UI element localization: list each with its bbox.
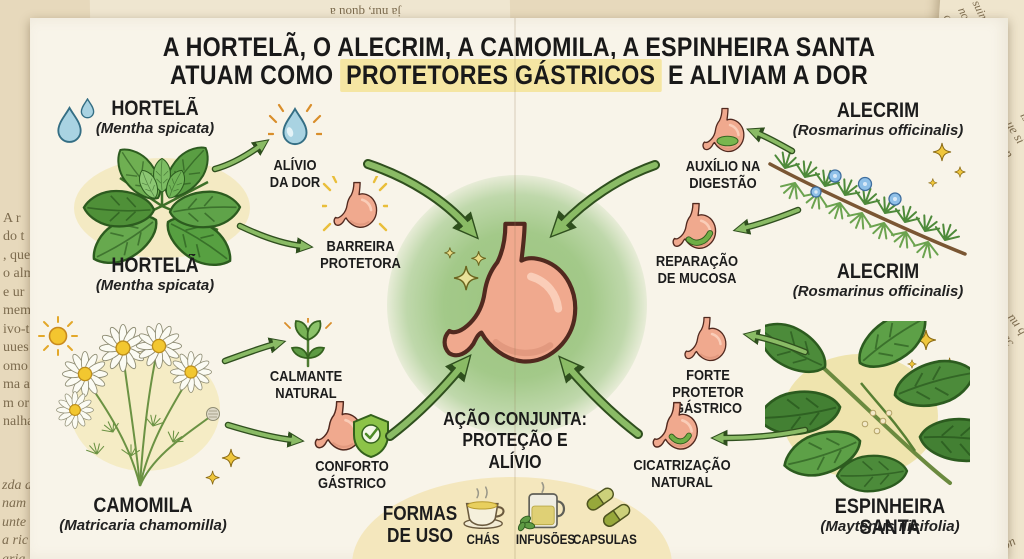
usage-item-infusions: INFUSÕES [515, 532, 576, 547]
benefit-digestion-aid: AUXÍLIO NA DIGESTÃO [685, 158, 761, 192]
infusion-glass-icon [517, 482, 566, 532]
hortela-latin-bottom: (Mentha spicata) [95, 277, 215, 294]
title-line2: ATUAM COMO PROTETORES GÁSTRICOS E ALIVIA… [169, 59, 868, 93]
paper-crease [514, 18, 516, 559]
title-line1: A HORTELÃ, O ALECRIM, A CAMOMILA, A ESPI… [162, 32, 876, 62]
benefit-mucosa-repair: REPARAÇÃO DE MUCOSA [655, 253, 739, 287]
sparkle-icon [443, 246, 487, 291]
usage-item-teas: CHÁS [466, 532, 500, 547]
rosemary-illustration [768, 142, 967, 263]
natural-calming-sprout-icon [284, 318, 332, 368]
camomila-latin: (Matricaria chamomilla) [59, 517, 227, 534]
natural-healing-stomach-icon [648, 400, 704, 454]
alecrim-title-bottom: ALECRIM [836, 260, 920, 283]
gastric-comfort-shield-stomach-icon [310, 400, 389, 459]
hortela-latin-top: (Mentha spicata) [95, 120, 215, 137]
gastric-protector-stomach-icon [680, 316, 732, 366]
pain-relief-drop-icon [268, 103, 322, 146]
infographic-card: A HORTELÃ, O ALECRIM, A CAMOMILA, A ESPI… [30, 18, 1008, 559]
benefit-natural-healing: CICATRIZAÇÃO NATURAL [633, 457, 731, 491]
benefit-strong-protector: FORTE PROTETOR GÁSTRICO [672, 367, 744, 417]
sun-icon [38, 316, 78, 356]
espinheira-title: ESPINHEIRA SANTA [834, 495, 946, 539]
hortela-title-top: HORTELÃ [111, 97, 199, 120]
camomila-title: CAMOMILA [93, 494, 193, 517]
capsules-icon [586, 487, 631, 527]
espinheira-latin: (Maytenus ilicifolia) [820, 518, 960, 535]
page-title: A HORTELÃ, O ALECRIM, A CAMOMILA, A ESPI… [98, 32, 939, 93]
chamomile-illustration [38, 316, 220, 487]
digestion-aid-stomach-icon [698, 106, 750, 158]
title-highlight: PROTETORES GÁSTRICOS [340, 59, 662, 93]
usage-item-capsules: CAPSULAS [573, 532, 637, 547]
alecrim-latin-top: (Rosmarinus officinalis) [792, 122, 964, 139]
hortela-title-bottom: HORTELÃ [111, 254, 199, 277]
espinheira-santa-illustration [765, 321, 970, 495]
usage-heading: FORMAS DE USO [382, 503, 458, 547]
benefit-gastric-comfort: CONFORTO GÁSTRICO [315, 458, 389, 492]
mucosa-repair-stomach-icon [668, 201, 722, 253]
center-heading: AÇÃO CONJUNTA: PROTEÇÃO E ALÍVIO [443, 408, 587, 472]
benefit-protective-barrier: BARREIRA PROTETORA [320, 238, 401, 272]
benefit-pain-relief: ALÍVIO DA DOR [269, 157, 321, 191]
protective-barrier-stomach-icon [322, 176, 388, 232]
alecrim-title-top: ALECRIM [836, 99, 920, 122]
sparkle-icon [205, 448, 241, 485]
alecrim-latin-bottom: (Rosmarinus officinalis) [792, 283, 964, 300]
tea-cup-icon [463, 486, 505, 530]
benefit-natural-calming: CALMANTE NATURAL [269, 368, 343, 402]
mint-plant-illustration [74, 137, 250, 271]
